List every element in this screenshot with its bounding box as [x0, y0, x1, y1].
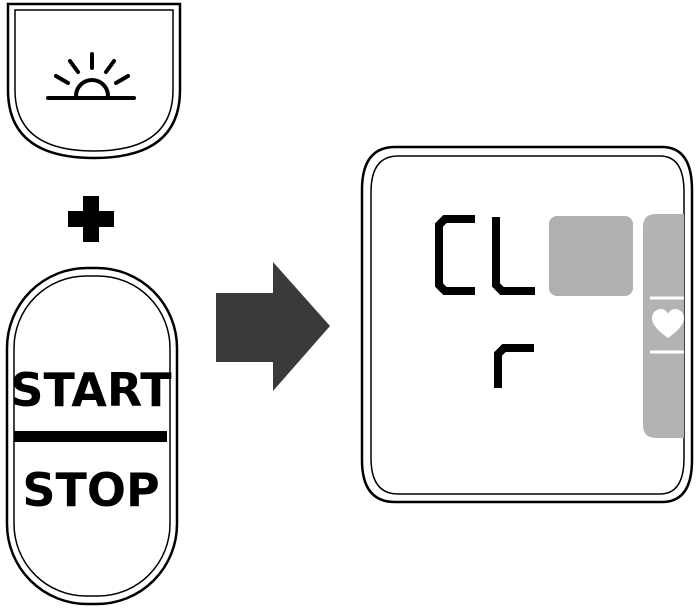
arrow-right-icon	[216, 262, 330, 391]
lcd-line2-segments	[494, 344, 534, 388]
start-label: START	[10, 363, 172, 417]
heart-icon	[652, 309, 684, 338]
stop-label: STOP	[22, 463, 159, 517]
plus-icon	[68, 196, 114, 242]
start-stop-button[interactable]: START STOP	[5, 266, 179, 606]
lcd-segment-block	[549, 216, 633, 296]
lcd-display: CL r	[360, 145, 694, 504]
sunrise-icon	[46, 52, 136, 100]
start-stop-divider	[14, 431, 167, 442]
sun-button[interactable]	[6, 2, 182, 160]
lcd-line1-segments	[435, 215, 535, 295]
